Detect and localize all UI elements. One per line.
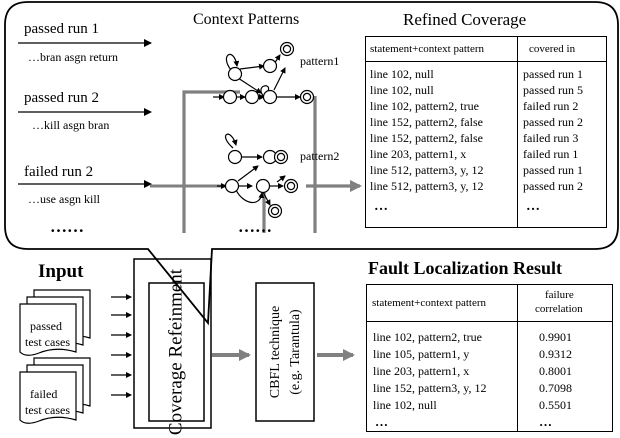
refined-row-5-covered: failed run 3	[523, 131, 579, 145]
result-row-2-value: 0.9312	[539, 347, 572, 361]
coverage-refinement-label: Coverage Refeinment	[165, 268, 187, 436]
refined-row-2-covered: passed run 5	[523, 83, 583, 97]
result-header-failure: failure	[545, 289, 574, 301]
refined-row-1-statement: line 102, null	[370, 67, 434, 81]
refined-row-6-covered: failed run 1	[523, 147, 579, 161]
passed-doc-stack	[19, 289, 91, 356]
pattern2-automaton	[217, 133, 299, 219]
fault-result-table: statement+context pattern failure correl…	[366, 284, 613, 432]
run-label-1: passed run 1	[24, 21, 99, 37]
refined-row-7-covered: passed run 1	[523, 163, 583, 177]
refined-row-8-statement: line 512, pattern3, y, 12	[370, 179, 484, 193]
refined-row-5-statement: line 152, pattern2, false	[370, 131, 483, 145]
cbfl-label-line-1: CBFL technique	[268, 305, 283, 399]
coverage-refinement-inner	[148, 282, 205, 422]
passed-doc-line-1: passed	[30, 319, 62, 333]
refined-row-2-statement: line 102, null	[370, 83, 434, 97]
run-label-2: passed run 2	[24, 90, 99, 106]
refined-row-ellipsis-statement: …	[374, 199, 388, 214]
input-title: Input	[38, 261, 84, 282]
result-column-divider	[517, 285, 518, 431]
refined-column-divider	[517, 37, 518, 227]
fault-result-title: Fault Localization Result	[368, 258, 562, 278]
result-row-1-value: 0.9901	[539, 330, 572, 344]
refined-header-row	[366, 37, 606, 62]
refined-row-8-covered: passed run 2	[523, 179, 583, 193]
refined-row-4-covered: passed run 2	[523, 115, 583, 129]
run-label-3: failed run 2	[24, 164, 94, 180]
result-header-statement: statement+context pattern	[372, 297, 487, 309]
refined-row-3-statement: line 102, pattern2, true	[370, 99, 479, 113]
result-row-ellipsis-statement: …	[375, 414, 388, 429]
cbfl-box	[255, 282, 315, 422]
refined-row-6-statement: line 203, pattern1, x	[370, 147, 467, 161]
result-row-4-statement: line 152, pattern3, y, 12	[373, 381, 487, 395]
patterns-ellipsis: ……	[238, 217, 272, 236]
refined-row-4-statement: line 152, pattern2, false	[370, 115, 483, 129]
result-row-1-statement: line 102, pattern2, true	[373, 330, 482, 344]
pattern1-automaton	[213, 41, 315, 105]
input-arrows	[111, 294, 132, 398]
result-row-5-statement: line 102, null	[373, 398, 437, 412]
run-seq-3: …use asgn kill	[28, 192, 100, 206]
pattern1-label: pattern1	[300, 54, 340, 68]
cbfl-label-line-2: (e.g. Tarantula)	[288, 309, 303, 395]
refined-coverage-table: statement+context pattern covered in lin…	[365, 36, 607, 228]
runs-ellipsis: ……	[50, 217, 84, 236]
refined-row-ellipsis-covered: …	[526, 199, 540, 214]
refined-header-statement: statement+context pattern	[370, 43, 485, 55]
failed-doc-stack	[19, 357, 91, 424]
result-row-4-value: 0.7098	[539, 381, 572, 395]
result-row-3-value: 0.8001	[539, 364, 572, 378]
refined-row-3-covered: failed run 2	[523, 99, 579, 113]
pattern2-label: pattern2	[300, 149, 340, 163]
passed-doc-line-2: test cases	[25, 335, 70, 349]
refined-row-1-covered: passed run 1	[523, 67, 583, 81]
failed-doc-line-2: test cases	[25, 403, 70, 417]
result-row-5-value: 0.5501	[539, 398, 572, 412]
result-row-ellipsis-value: …	[539, 414, 552, 429]
result-header-row	[367, 285, 612, 322]
result-row-2-statement: line 105, pattern1, y	[373, 347, 470, 361]
coverage-refinement-outer	[133, 258, 212, 429]
context-patterns-title: Context Patterns	[193, 11, 300, 28]
refined-header-covered: covered in	[529, 43, 576, 55]
run-seq-1: …bran asgn return	[28, 50, 118, 64]
refined-row-7-statement: line 512, pattern3, y, 12	[370, 163, 484, 177]
result-row-3-statement: line 203, pattern1, x	[373, 364, 470, 378]
failed-doc-line-1: failed	[30, 387, 58, 401]
refined-coverage-title: Refined Coverage	[403, 10, 527, 29]
run-seq-2: …kill asgn bran	[32, 118, 110, 132]
result-header-correlation: correlation	[535, 303, 583, 315]
